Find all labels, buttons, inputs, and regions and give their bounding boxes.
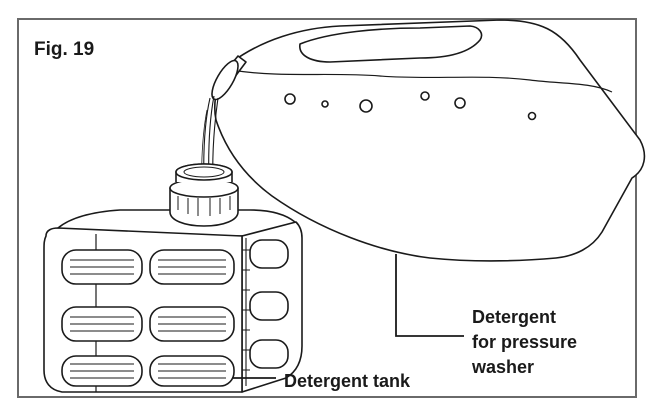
detergent-tank-label: Detergent tank bbox=[284, 372, 410, 390]
figure-title: Fig. 19 bbox=[34, 40, 94, 59]
bubble bbox=[455, 98, 465, 108]
detergent-label: Detergent for pressure washer bbox=[472, 305, 577, 380]
bubble bbox=[360, 100, 372, 112]
bubble bbox=[285, 94, 295, 104]
detergent-label-line: Detergent bbox=[472, 305, 577, 330]
detergent-label-line: for pressure bbox=[472, 330, 577, 355]
bubble bbox=[421, 92, 429, 100]
detergent-leader-line bbox=[396, 254, 464, 336]
bubble bbox=[322, 101, 328, 107]
bubble bbox=[529, 113, 536, 120]
detergent-tank bbox=[44, 164, 302, 392]
detergent-label-line: washer bbox=[472, 355, 577, 380]
